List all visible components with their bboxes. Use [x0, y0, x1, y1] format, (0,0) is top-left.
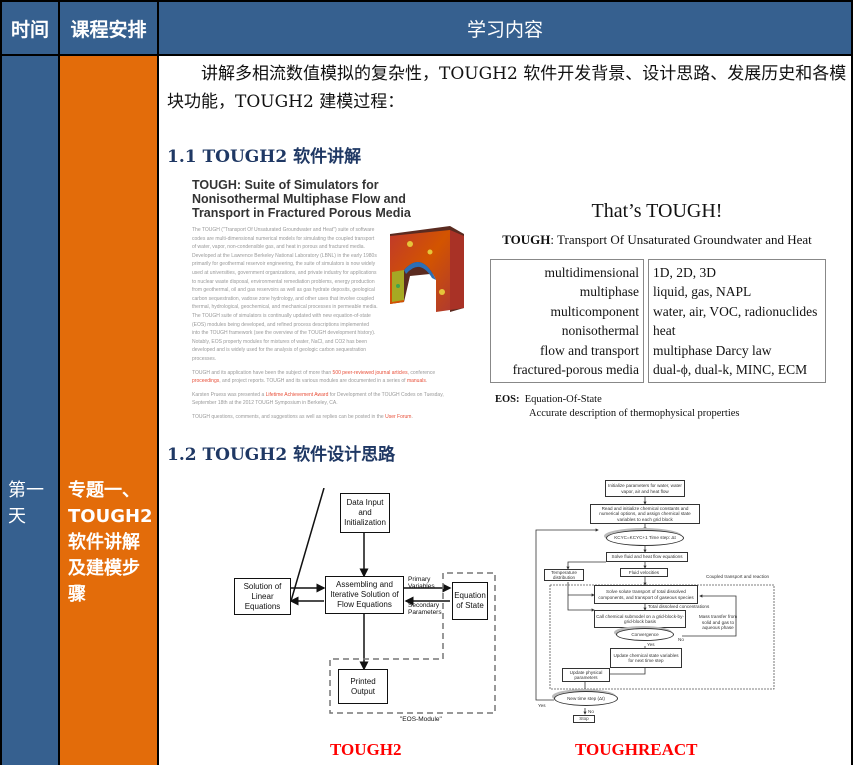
- topic-cell: [58, 54, 159, 765]
- yes-label: Yes: [538, 703, 546, 708]
- section-2-heading: 1.2 TOUGH2 软件设计思路: [167, 445, 396, 465]
- feature-value: 1D, 2D, 3D: [653, 265, 716, 280]
- text: .: [425, 378, 428, 385]
- linear-equations-box: Solution of Linear Equations: [234, 578, 291, 615]
- section-1-heading: 1.1 TOUGH2 软件讲解: [167, 147, 362, 167]
- assembling-box: Assembling and Iterative Solution of Flo…: [325, 576, 404, 614]
- eos-module-label: "EOS-Module": [400, 716, 442, 723]
- text: Karsten Pruess was presented a: [192, 391, 266, 398]
- toughreact-caption: TOUGHREACT: [575, 740, 698, 759]
- website-title: TOUGH: Suite of Simulators for Nonisothe…: [192, 178, 411, 220]
- text: TOUGH and its application have been the …: [192, 369, 333, 376]
- website-paragraph-3: Karsten Pruess was presented a Lifetime …: [192, 391, 460, 408]
- arch-simulation-image: [390, 226, 464, 312]
- convergence-ellipse: Convergence: [616, 628, 674, 641]
- feature-term: multidimensional: [544, 265, 640, 280]
- feature-term: flow and transport: [540, 342, 639, 358]
- feature-term: multiphase: [579, 284, 639, 300]
- equation-of-state-box: Equation of State: [452, 582, 488, 620]
- features-table: multidimensional multiphase multicompone…: [490, 259, 826, 384]
- eos-label: EOS:: [495, 394, 520, 405]
- primary-variables-label: Primary Variables: [408, 576, 435, 590]
- solute-transport-box: Solve solute transport of total dissolve…: [594, 585, 698, 604]
- fluid-velocities-box: Fluid velocities: [620, 568, 668, 577]
- data-input-box: Data Input and Initialization: [340, 493, 390, 533]
- day-label: 第一天: [8, 480, 44, 527]
- eos-note: EOS: Equation-Of-State Accurate descript…: [495, 393, 740, 421]
- website-paragraph-4: TOUGH questions, comments, and suggestio…: [192, 413, 460, 422]
- feature-value: liquid, gas, NAPL: [653, 284, 752, 300]
- tough2-caption: TOUGH2: [330, 740, 402, 759]
- no-label: No: [678, 637, 684, 642]
- text: , and project reports. TOUGH and its var…: [219, 378, 407, 385]
- flowchart-connectors: [289, 488, 496, 714]
- no-label: No: [588, 709, 594, 714]
- feature-value: multiphase Darcy law: [653, 342, 772, 358]
- manuals-link[interactable]: manuals: [406, 378, 426, 385]
- time-step-ellipse: KCYC=KCYC+1 Time step: Δt: [606, 530, 684, 546]
- features-terms: multidimensional multiphase multicompone…: [490, 259, 644, 384]
- coupled-label: Coupled transport and reaction: [706, 574, 770, 579]
- mass-transfer-label: Mass transfer from solid and gas to aque…: [698, 614, 738, 630]
- tough2-flowchart: Data Input and Initialization Solution o…: [228, 488, 508, 728]
- chemical-submodel-box: Call chemical submodel on a grid-block-b…: [594, 610, 686, 628]
- feature-term: nonisothermal: [561, 323, 639, 339]
- text: for Development of the TOUGH Codes on Tu…: [192, 391, 444, 407]
- printed-output-box: Printed Output: [338, 669, 388, 704]
- award-link[interactable]: Lifetime Achievement Award: [265, 391, 329, 398]
- toughreact-flowchart: Initialize parameters for water, water v…: [528, 474, 808, 724]
- day-cell: [0, 54, 60, 765]
- website-paragraph-2: TOUGH and its application have been the …: [192, 369, 460, 386]
- header-time: 时间: [0, 0, 60, 56]
- temperature-box: Temperature distribution: [544, 569, 584, 581]
- feature-term: fractured-porous media: [512, 362, 639, 378]
- text: TOUGH questions, comments, and suggestio…: [192, 413, 386, 420]
- new-time-step-ellipse: New time step (Δt): [554, 691, 618, 706]
- update-chem-box: Update chemical state variables for next…: [610, 648, 682, 668]
- text: .: [411, 413, 413, 420]
- features-values: 1D, 2D, 3D liquid, gas, NAPL water, air,…: [648, 259, 826, 384]
- init-box: Initialize parameters for water, water v…: [605, 480, 685, 497]
- acronym-expansion: : Transport Of Unsaturated Groundwater a…: [550, 232, 812, 247]
- tough-acronym: TOUGH: Transport Of Unsaturated Groundwa…: [487, 232, 827, 248]
- topic-label: 专题一、TOUGH2软件讲解及建模步骤: [68, 480, 153, 605]
- feature-value: dual-ϕ, dual-k, MINC, ECM: [653, 362, 808, 378]
- acronym-label: TOUGH: [502, 232, 551, 247]
- secondary-parameters-label: Secondary Parameters: [408, 602, 442, 616]
- header-content: 学习内容: [157, 0, 853, 56]
- tough-title: That’s TOUGH!: [591, 200, 723, 222]
- eos-description: Accurate description of thermophysical p…: [529, 408, 740, 419]
- text: , conference: [407, 369, 436, 376]
- total-dissolved-label: Total dissolved concentrations: [648, 604, 710, 609]
- journal-articles-link[interactable]: 500 peer-reviewed journal articles: [332, 369, 408, 376]
- yes-label: Yes: [647, 642, 655, 647]
- user-forum-link[interactable]: User Forum: [385, 413, 412, 420]
- solve-flow-box: Solve fluid and heat flow equations: [606, 552, 688, 562]
- eos-expansion: Equation-Of-State: [524, 394, 602, 405]
- read-init-box: Read and initialize chemical constants a…: [590, 504, 700, 524]
- stop-box: Stop: [573, 715, 595, 723]
- proceedings-link[interactable]: proceedings: [192, 378, 220, 385]
- update-phys-box: Update physical parameters: [562, 668, 610, 682]
- intro-paragraph: 讲解多相流数值模拟的复杂性，TOUGH2 软件开发背景、设计思路、发展历史和各模…: [167, 64, 847, 112]
- tough-definition-panel: That’s TOUGH! TOUGH: Transport Of Unsatu…: [487, 195, 827, 425]
- header-course: 课程安排: [58, 0, 159, 56]
- feature-value: heat: [653, 323, 676, 339]
- feature-term: multicomponent: [550, 303, 640, 319]
- feature-value: water, air, VOC, radionuclides: [653, 303, 818, 319]
- website-paragraph-1: The TOUGH ("Transport Of Unsaturated Gro…: [192, 227, 378, 362]
- tough-website-screenshot: TOUGH: Suite of Simulators for Nonisothe…: [186, 178, 466, 428]
